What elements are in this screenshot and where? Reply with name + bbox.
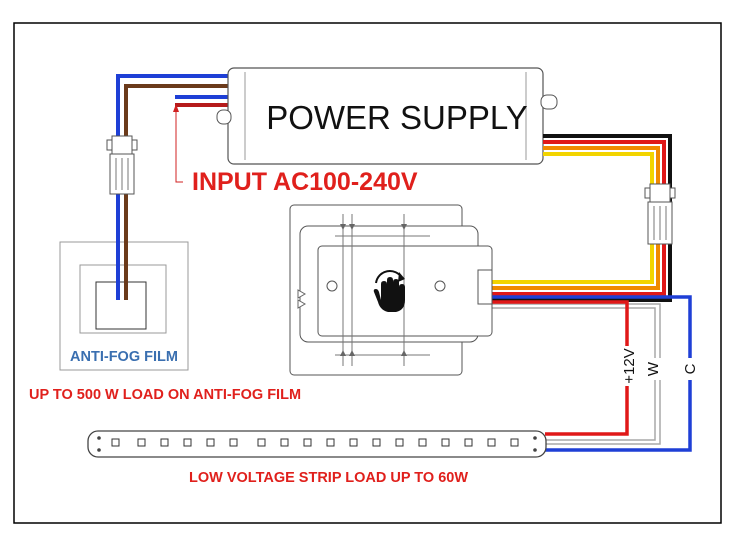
wire-label-c: C bbox=[682, 363, 699, 374]
wire-label-w: W bbox=[645, 361, 662, 376]
diagram-frame bbox=[13, 22, 722, 524]
sensor-controller bbox=[289, 204, 493, 376]
input-wires bbox=[116, 74, 228, 300]
strip-load-label: LOW VOLTAGE STRIP LOAD UP TO 60W bbox=[189, 470, 468, 486]
anti-fog-load-label: UP TO 500 W LOAD ON ANTI-FOG FILM bbox=[29, 387, 301, 403]
led-strip-leds bbox=[111, 438, 519, 447]
hand-touch-sensor-icon bbox=[373, 269, 405, 312]
wire-label-plus12v: +12V bbox=[621, 348, 638, 383]
anti-fog-film-label: ANTI-FOG FILM bbox=[70, 349, 178, 365]
input-voltage-label: INPUT AC100-240V bbox=[192, 168, 418, 196]
power-supply: POWER SUPPLY bbox=[216, 67, 558, 165]
plug-connector-icon bbox=[644, 183, 676, 245]
power-supply-title: POWER SUPPLY bbox=[266, 99, 528, 136]
wire-labels: +12V W C bbox=[617, 346, 699, 386]
arrow-up-icon bbox=[173, 104, 183, 183]
plug-connector-icon bbox=[106, 135, 138, 195]
led-strip bbox=[87, 430, 547, 458]
